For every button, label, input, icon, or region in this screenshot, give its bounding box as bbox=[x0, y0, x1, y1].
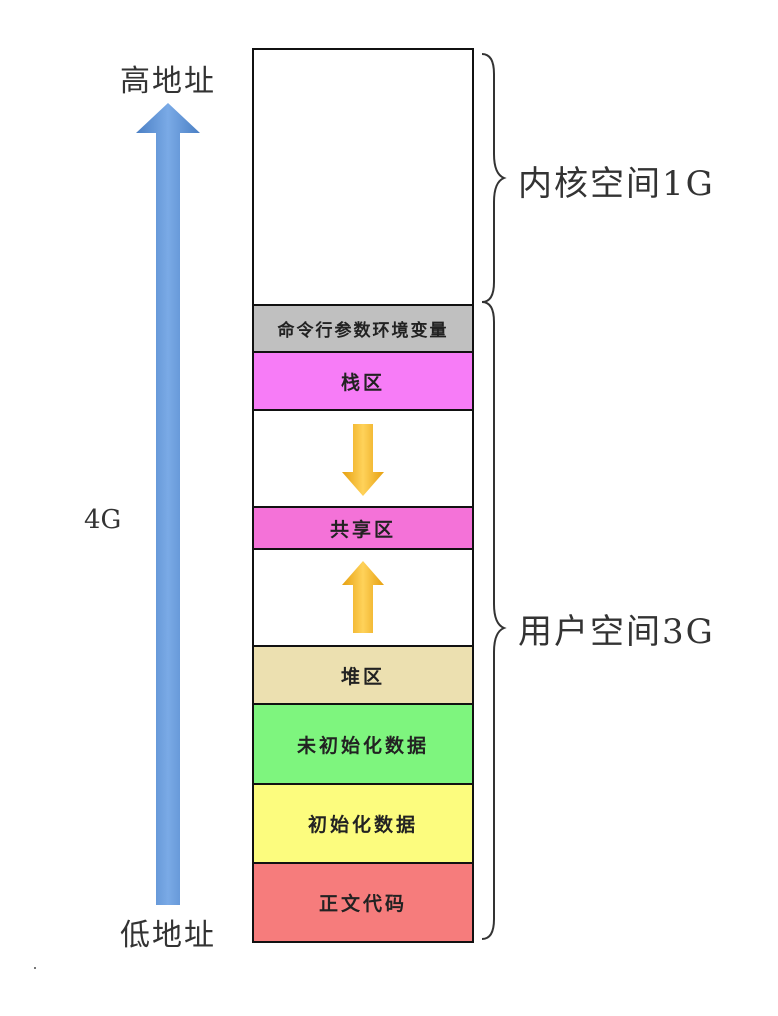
text-segment: 正文代码 bbox=[252, 862, 474, 943]
heap-growth-gap bbox=[252, 548, 474, 647]
memory-layout: 命令行参数环境变量 栈区 共享区 bbox=[252, 48, 474, 943]
stack-growth-gap bbox=[252, 409, 474, 508]
up-arrow-icon bbox=[342, 560, 384, 633]
data-segment: 初始化数据 bbox=[252, 783, 474, 864]
stray-dot bbox=[34, 967, 36, 969]
region-braces bbox=[481, 53, 507, 940]
data-label: 初始化数据 bbox=[307, 814, 418, 836]
user-space-label: 用户空间3G bbox=[518, 612, 715, 652]
kernel-space-segment bbox=[252, 48, 474, 306]
shared-segment: 共享区 bbox=[252, 506, 474, 550]
stack-segment: 栈区 bbox=[252, 351, 474, 411]
high-address-label: 高地址 bbox=[120, 64, 216, 99]
shared-label: 共享区 bbox=[329, 518, 396, 541]
address-up-arrow-icon bbox=[136, 103, 200, 905]
user-brace bbox=[481, 301, 507, 940]
cmdline-env-segment: 命令行参数环境变量 bbox=[252, 304, 474, 353]
bss-segment: 未初始化数据 bbox=[252, 703, 474, 785]
heap-label: 堆区 bbox=[340, 665, 385, 688]
cmdline-env-label: 命令行参数环境变量 bbox=[277, 321, 449, 341]
kernel-space-label: 内核空间1G bbox=[518, 164, 715, 204]
down-arrow-icon bbox=[342, 423, 384, 496]
stack-label: 栈区 bbox=[340, 371, 385, 394]
low-address-label: 低地址 bbox=[120, 918, 216, 953]
heap-segment: 堆区 bbox=[252, 645, 474, 705]
total-size-label: 4G bbox=[84, 505, 122, 535]
bss-label: 未初始化数据 bbox=[296, 734, 429, 757]
text-label: 正文代码 bbox=[318, 893, 407, 915]
kernel-brace bbox=[481, 53, 507, 303]
